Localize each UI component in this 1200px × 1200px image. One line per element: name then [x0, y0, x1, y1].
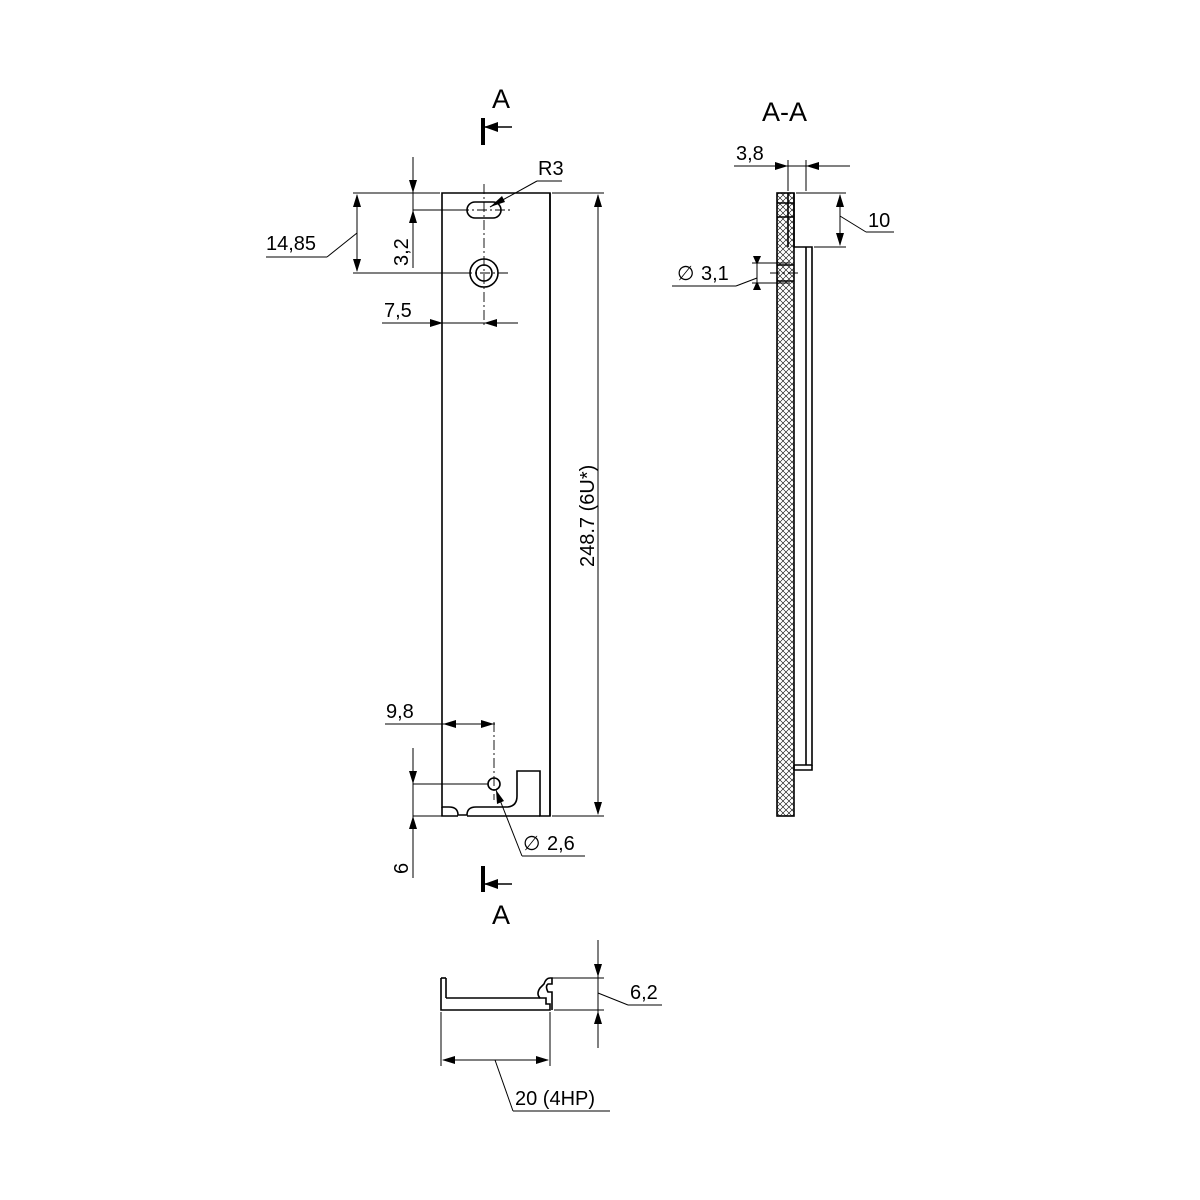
dim-top-to-hole: 14,85 — [266, 192, 470, 274]
dim-section-hole-diameter-label: 3,1 — [701, 263, 729, 285]
dim-slot-radius-label: R3 — [538, 158, 564, 180]
front-panel-outline — [441, 192, 551, 817]
diameter-symbol: ∅ — [523, 833, 540, 855]
bottom-view: 6,2 20 (4HP) — [440, 940, 662, 1112]
dim-top-to-hole-label: 14,85 — [266, 233, 316, 255]
section-view-title: A-A — [762, 97, 807, 127]
dim-bottom-hole-height: 6 — [391, 748, 488, 878]
dim-bottom-hole-offset: 9,8 — [385, 701, 495, 728]
dim-hole-offset-label: 7,5 — [384, 300, 412, 322]
dim-height: 248.7 (6U*) — [552, 192, 604, 817]
dim-width-label: 20 (4HP) — [515, 1088, 595, 1110]
bottom-profile — [440, 977, 553, 1011]
dim-height-label: 248.7 (6U*) — [577, 465, 599, 567]
section-letter-bottom: A — [492, 900, 510, 930]
dim-section-hole-diameter: ∅ 3,1 — [672, 256, 790, 290]
dim-bottom-hole-height-label: 6 — [391, 863, 413, 874]
dim-depth-label: 6,2 — [630, 982, 658, 1004]
dim-bottom-hole-diameter-label: 2,6 — [547, 833, 575, 855]
dim-flange: 10 — [796, 192, 894, 248]
front-view: A A R3 14,85 — [266, 84, 604, 930]
dim-width: 20 (4HP) — [440, 1012, 610, 1112]
section-rail-foot — [793, 765, 813, 771]
section-plate — [776, 192, 795, 817]
section-top-flange — [787, 193, 795, 247]
dim-slot-to-hole-label: 3,2 — [391, 238, 413, 266]
dim-slot-radius: R3 — [489, 158, 564, 208]
dim-flange-label: 10 — [868, 210, 890, 232]
dim-slot-to-hole: 3,2 — [391, 157, 464, 268]
dim-bottom-hole-diameter: ∅ 2,6 — [495, 789, 585, 857]
section-letter-top: A — [492, 84, 510, 114]
section-view: A-A 3,8 — [672, 97, 894, 817]
dim-thickness-label: 3,8 — [736, 143, 764, 165]
dim-hole-offset: 7,5 — [382, 300, 518, 327]
section-marker-bottom: A — [481, 866, 512, 930]
section-marker-top: A — [481, 84, 512, 145]
section-diameter-symbol: ∅ — [677, 263, 694, 285]
dim-depth: 6,2 — [552, 940, 662, 1048]
dim-thickness: 3,8 — [734, 143, 850, 191]
section-rail — [794, 246, 813, 766]
dim-bottom-hole-offset-label: 9,8 — [386, 701, 414, 723]
